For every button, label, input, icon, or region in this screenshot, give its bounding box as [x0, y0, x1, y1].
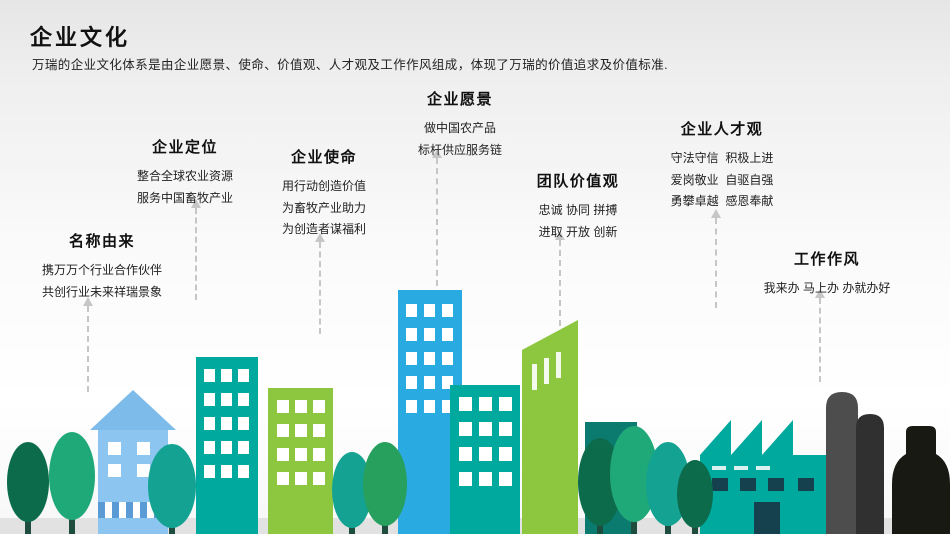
section-line: 整合全球农业资源 — [136, 169, 233, 183]
section-line: 为畜牧产业助力 — [281, 200, 366, 215]
dashed-arrow-mission — [315, 233, 325, 334]
section-line: 我来办 马上办 办就办好 — [763, 281, 891, 295]
section-work-style: 工作作风 我来办 马上办 办就办好 — [752, 248, 902, 300]
section-team-values: 团队价值观 忠诚 协同 拼搏 进取 开放 创新 — [526, 170, 630, 243]
section-line: 爱岗敬业 自驱自强 — [670, 172, 774, 187]
dashed-arrow-name-origin — [83, 297, 93, 392]
section-line: 共创行业未来祥瑞景象 — [41, 284, 162, 299]
section-line: 做中国农产品 — [423, 121, 496, 135]
blue-tower-building — [398, 290, 462, 534]
dashed-arrow-team-values — [555, 231, 565, 326]
section-name-origin: 名称由来 携万万个行业合作伙伴 共创行业未来祥瑞景象 — [14, 230, 190, 303]
section-line: 用行动创造价值 — [281, 179, 366, 193]
section-line: 忠诚 协同 拼搏 — [538, 203, 618, 217]
section-title: 名称由来 — [68, 233, 135, 250]
section-title: 团队价值观 — [536, 173, 620, 190]
smokestack — [826, 392, 884, 534]
dashed-arrow-work-style — [815, 289, 825, 382]
section-line: 守法守信 积极上进 — [670, 151, 774, 165]
trees — [7, 426, 713, 534]
factory — [700, 420, 826, 534]
slanted-green-building — [522, 320, 578, 534]
dashed-arrow-positioning — [191, 199, 201, 300]
section-title: 企业人才观 — [680, 121, 764, 138]
section-line: 勇攀卓越 感恩奉献 — [670, 194, 774, 209]
section-mission: 企业使命 用行动创造价值 为畜牧产业助力 为创造者谋福利 — [272, 146, 376, 241]
page-title: 企业文化 — [30, 25, 131, 50]
section-title: 工作作风 — [793, 251, 860, 268]
section-talent: 企业人才观 守法守信 积极上进 爱岗敬业 自驱自强 勇攀卓越 感恩奉献 — [656, 118, 788, 213]
dashed-arrow-vision — [432, 149, 442, 286]
section-vision: 企业愿景 做中国农产品 标杆供应服务链 — [402, 88, 518, 161]
teal-building-right — [450, 385, 520, 534]
section-positioning: 企业定位 整合全球农业资源 服务中国畜牧产业 — [122, 136, 248, 209]
section-line: 携万万个行业合作伙伴 — [41, 263, 162, 277]
section-line: 进取 开放 创新 — [538, 224, 618, 239]
section-line: 为创造者谋福利 — [281, 222, 366, 237]
green-building — [268, 388, 333, 534]
bottle-silhouette — [892, 426, 950, 534]
section-line: 服务中国畜牧产业 — [136, 190, 233, 205]
section-line: 标杆供应服务链 — [417, 142, 502, 157]
section-title: 企业定位 — [151, 139, 218, 156]
section-title: 企业使命 — [290, 149, 357, 166]
section-title: 企业愿景 — [426, 91, 493, 108]
page-subtitle: 万瑞的企业文化体系是由企业愿景、使命、价值观、人才观及工作作风组成，体现了万瑞的… — [32, 58, 668, 72]
cityscape-illustration — [0, 290, 950, 534]
dashed-arrow-talent — [711, 209, 721, 308]
teal-building-left — [196, 357, 258, 534]
